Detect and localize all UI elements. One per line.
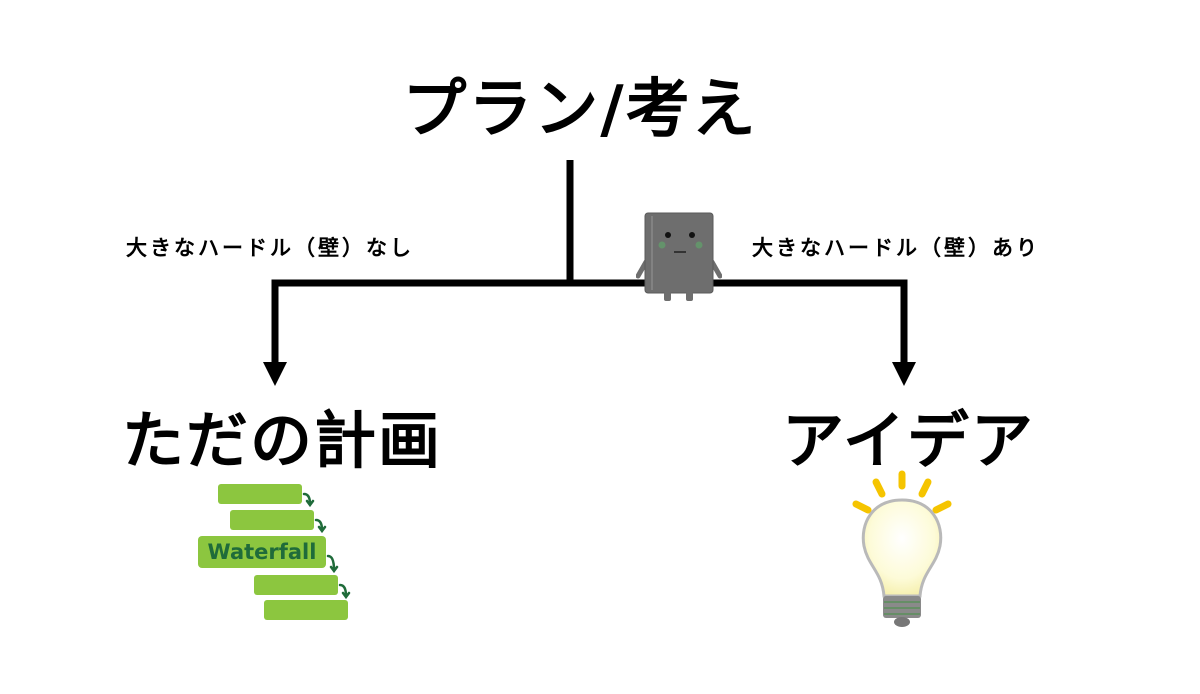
bulb-threads [884, 601, 920, 615]
wall-character-illustration [636, 212, 722, 301]
arrowhead-left [263, 362, 287, 386]
bulb-glass [861, 498, 943, 598]
result-plain-plan: ただの計画 [122, 404, 443, 477]
wall-eye-left [665, 232, 671, 238]
waterfall-step-3 [198, 536, 326, 568]
wall-cheek-left [658, 241, 666, 249]
condition-label-hurdle: 大きなハードル（壁）あり [752, 236, 1040, 260]
wall-leg-right [686, 292, 693, 301]
wall-eye-right [689, 232, 695, 238]
light-rays [852, 470, 952, 514]
waterfall-label: Waterfall [208, 540, 317, 564]
waterfall-step-2 [230, 510, 314, 530]
waterfall-step-5 [264, 600, 348, 620]
result-idea: アイデア [782, 404, 1035, 477]
waterfall-step-4 [254, 575, 338, 595]
arrowhead-right [892, 362, 916, 386]
wall-cheek-right [695, 241, 703, 249]
lightbulb-illustration [852, 470, 952, 627]
diagram-title: プラン/考え [402, 73, 758, 147]
wall-leg-left [664, 292, 671, 301]
waterfall-arrows [302, 492, 351, 600]
condition-label-no-hurdle: 大きなハードル（壁）なし [126, 236, 414, 260]
waterfall-step-1 [218, 484, 302, 504]
branch-bar [271, 279, 908, 365]
bulb-tip [894, 617, 910, 627]
waterfall-illustration: Waterfall [198, 484, 351, 620]
